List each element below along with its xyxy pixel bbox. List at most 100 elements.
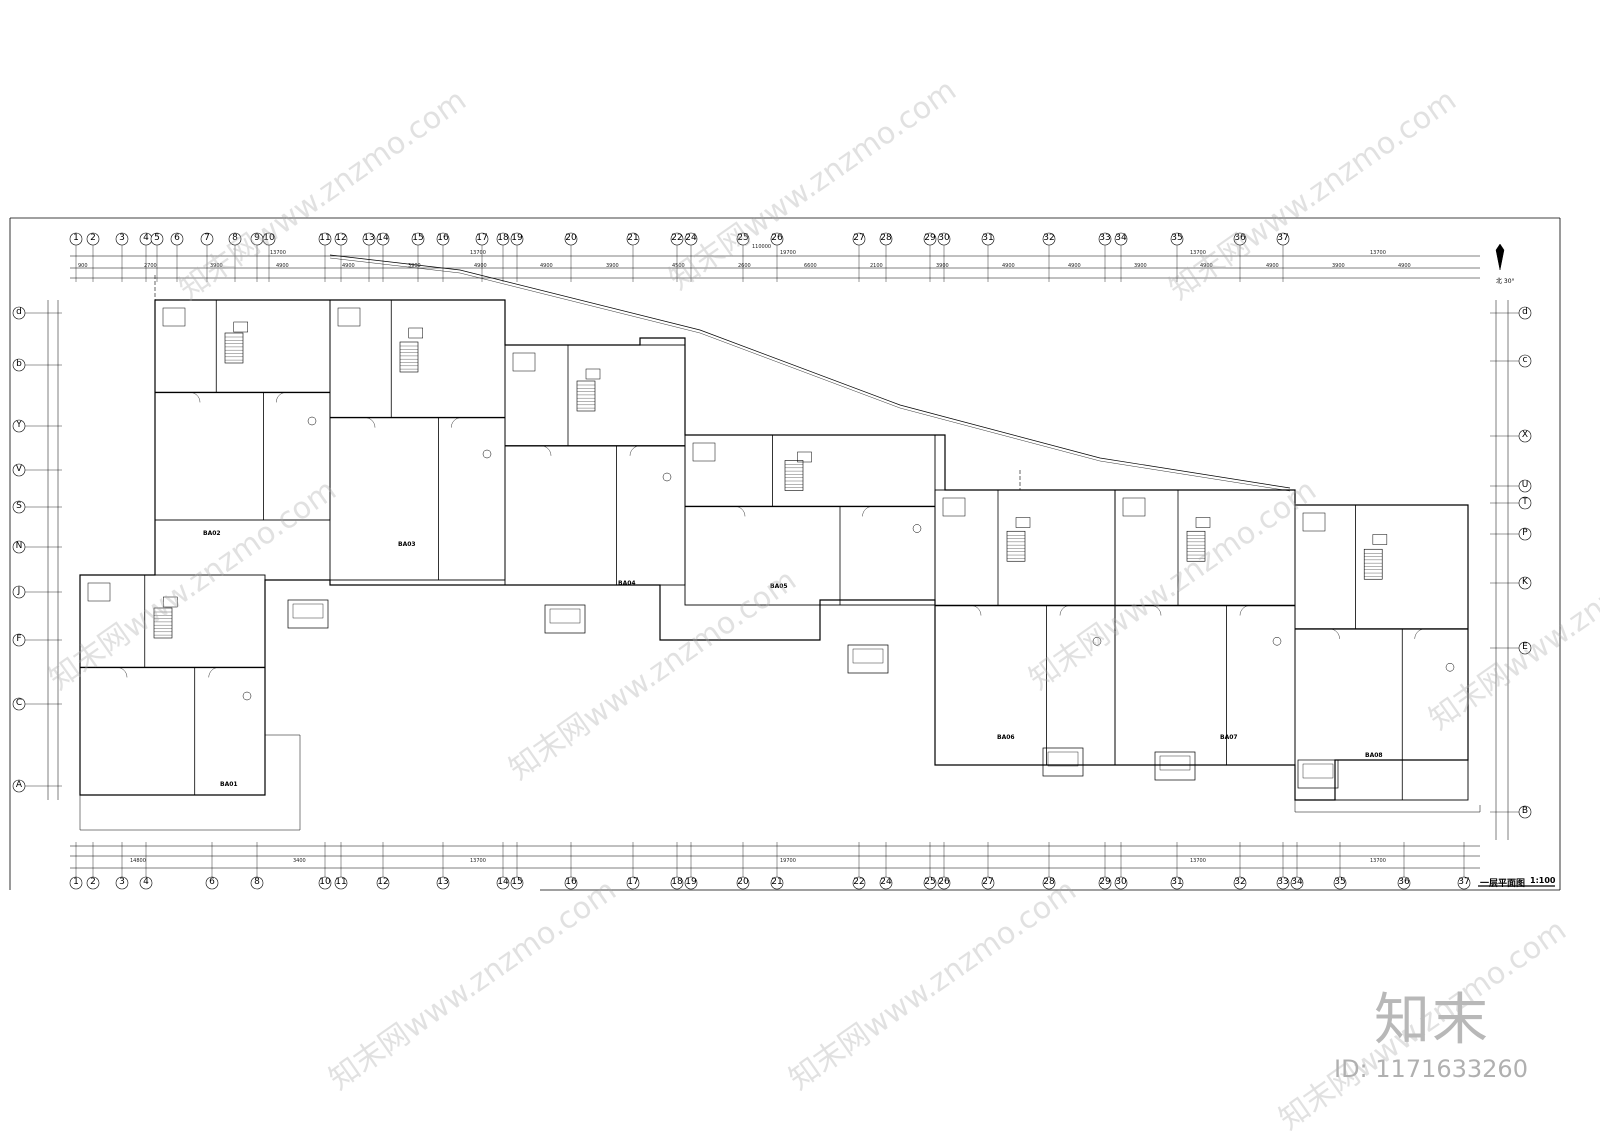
- image-id: ID: 1171633260: [1334, 1055, 1528, 1083]
- toilet-fixture: [912, 524, 922, 533]
- axis-right-B: B: [1521, 806, 1529, 816]
- entrance-porch: [287, 599, 329, 629]
- axis-bottom-28: 28: [1043, 877, 1055, 887]
- dim-top-detail: 900: [78, 263, 88, 269]
- axis-left-Y: Y: [16, 420, 22, 430]
- furniture-table: [585, 368, 601, 380]
- axis-top-27: 27: [853, 233, 865, 243]
- door-swing: [970, 605, 982, 616]
- axis-bottom-35: 35: [1334, 877, 1346, 887]
- axis-top-9: 9: [254, 233, 260, 243]
- axis-bottom-34: 34: [1291, 877, 1303, 887]
- axis-bottom-32: 32: [1234, 877, 1246, 887]
- bathroom-fixture: [512, 352, 536, 372]
- axis-right-T: T: [1522, 497, 1528, 507]
- unit-tag-BA03: BA03: [398, 541, 416, 548]
- toilet-fixture: [662, 472, 672, 482]
- axis-bottom-33: 33: [1277, 877, 1289, 887]
- dim-top-detail: 2700: [144, 263, 157, 269]
- dim-top-detail: 4900: [474, 263, 487, 269]
- entrance-porch: [1042, 747, 1084, 777]
- stair-well: [399, 341, 419, 373]
- axis-bottom-3: 3: [119, 877, 125, 887]
- dim-bottom-segment: 14800: [130, 858, 146, 864]
- furniture-table: [1015, 517, 1031, 528]
- door-swing: [116, 667, 128, 678]
- entrance-porch: [544, 604, 586, 634]
- axis-bottom-11: 11: [335, 877, 347, 887]
- dim-top-detail: 4500: [672, 263, 685, 269]
- axis-top-3: 3: [119, 233, 125, 243]
- door-swing: [1239, 605, 1251, 616]
- dim-top-detail: 4900: [1002, 263, 1015, 269]
- toilet-fixture: [1445, 663, 1455, 672]
- axis-right-E: E: [1522, 642, 1528, 652]
- axis-top-1: 1: [73, 233, 79, 243]
- axis-bottom-29: 29: [1099, 877, 1111, 887]
- dim-top-detail: 2600: [738, 263, 751, 269]
- axis-left-S: S: [16, 501, 22, 511]
- axis-top-7: 7: [204, 233, 210, 243]
- axis-left-F: F: [16, 634, 22, 644]
- toilet-fixture: [307, 416, 317, 426]
- dim-top-detail: 3900: [1332, 263, 1345, 269]
- door-swing: [629, 445, 641, 456]
- axis-bottom-27: 27: [982, 877, 994, 887]
- unit-tag-BA06: BA06: [997, 734, 1015, 741]
- dim-top-detail: 3900: [606, 263, 619, 269]
- dim-top-detail: 4900: [276, 263, 289, 269]
- bathroom-fixture: [1302, 512, 1326, 532]
- drawing-scale: 1:100: [1530, 876, 1556, 885]
- bathroom-fixture: [162, 307, 186, 327]
- axis-left-N: N: [15, 541, 23, 551]
- axis-left-d: d: [16, 307, 22, 317]
- dim-top-segment: 13700: [470, 250, 486, 256]
- dim-top-detail: 3900: [408, 263, 421, 269]
- dim-top-segment: 13700: [270, 250, 286, 256]
- door-swing: [1059, 605, 1071, 616]
- axis-top-35: 35: [1171, 233, 1183, 243]
- axis-top-8: 8: [232, 233, 238, 243]
- axis-top-5: 5: [154, 233, 160, 243]
- axis-bottom-31: 31: [1171, 877, 1183, 887]
- drawing-title: 一层平面图: [1480, 879, 1526, 889]
- dim-top-detail: 4900: [1398, 263, 1411, 269]
- axis-top-16: 16: [437, 233, 449, 243]
- axis-bottom-2: 2: [90, 877, 96, 887]
- axis-top-22: 22: [671, 233, 683, 243]
- door-swing: [1150, 605, 1162, 616]
- axis-bottom-21: 21: [771, 877, 783, 887]
- axis-right-c: c: [1522, 355, 1528, 365]
- dim-top-detail: 2100: [870, 263, 883, 269]
- axis-bottom-12: 12: [377, 877, 389, 887]
- dim-top-detail: 4900: [1200, 263, 1213, 269]
- toilet-fixture: [1092, 637, 1102, 646]
- axis-left-J: J: [17, 586, 21, 596]
- door-swing: [862, 506, 873, 517]
- axis-left-A: A: [15, 780, 23, 790]
- door-swing: [451, 417, 462, 428]
- unit-tag-BA07: BA07: [1220, 734, 1238, 741]
- axis-bottom-13: 13: [437, 877, 449, 887]
- door-swing: [208, 667, 219, 678]
- dim-top-detail: 3900: [1134, 263, 1147, 269]
- axis-top-20: 20: [565, 233, 577, 243]
- north-arrow: [1495, 243, 1505, 271]
- porch-step: [1302, 763, 1334, 779]
- stair-well: [576, 380, 596, 412]
- axis-right-U: U: [1521, 480, 1529, 490]
- dim-top-overall: 110000: [752, 244, 772, 250]
- axis-bottom-26: 26: [938, 877, 950, 887]
- axis-bottom-18: 18: [671, 877, 683, 887]
- porch-step: [1159, 755, 1191, 771]
- dim-top-detail: 4900: [1266, 263, 1279, 269]
- door-swing: [189, 392, 201, 403]
- toilet-fixture: [1272, 637, 1282, 646]
- axis-bottom-22: 22: [853, 877, 865, 887]
- axis-top-24: 24: [685, 233, 697, 243]
- bathroom-fixture: [692, 442, 716, 462]
- toilet-fixture: [242, 691, 252, 701]
- terrace-outline: [79, 734, 301, 831]
- axis-top-25: 25: [737, 233, 749, 243]
